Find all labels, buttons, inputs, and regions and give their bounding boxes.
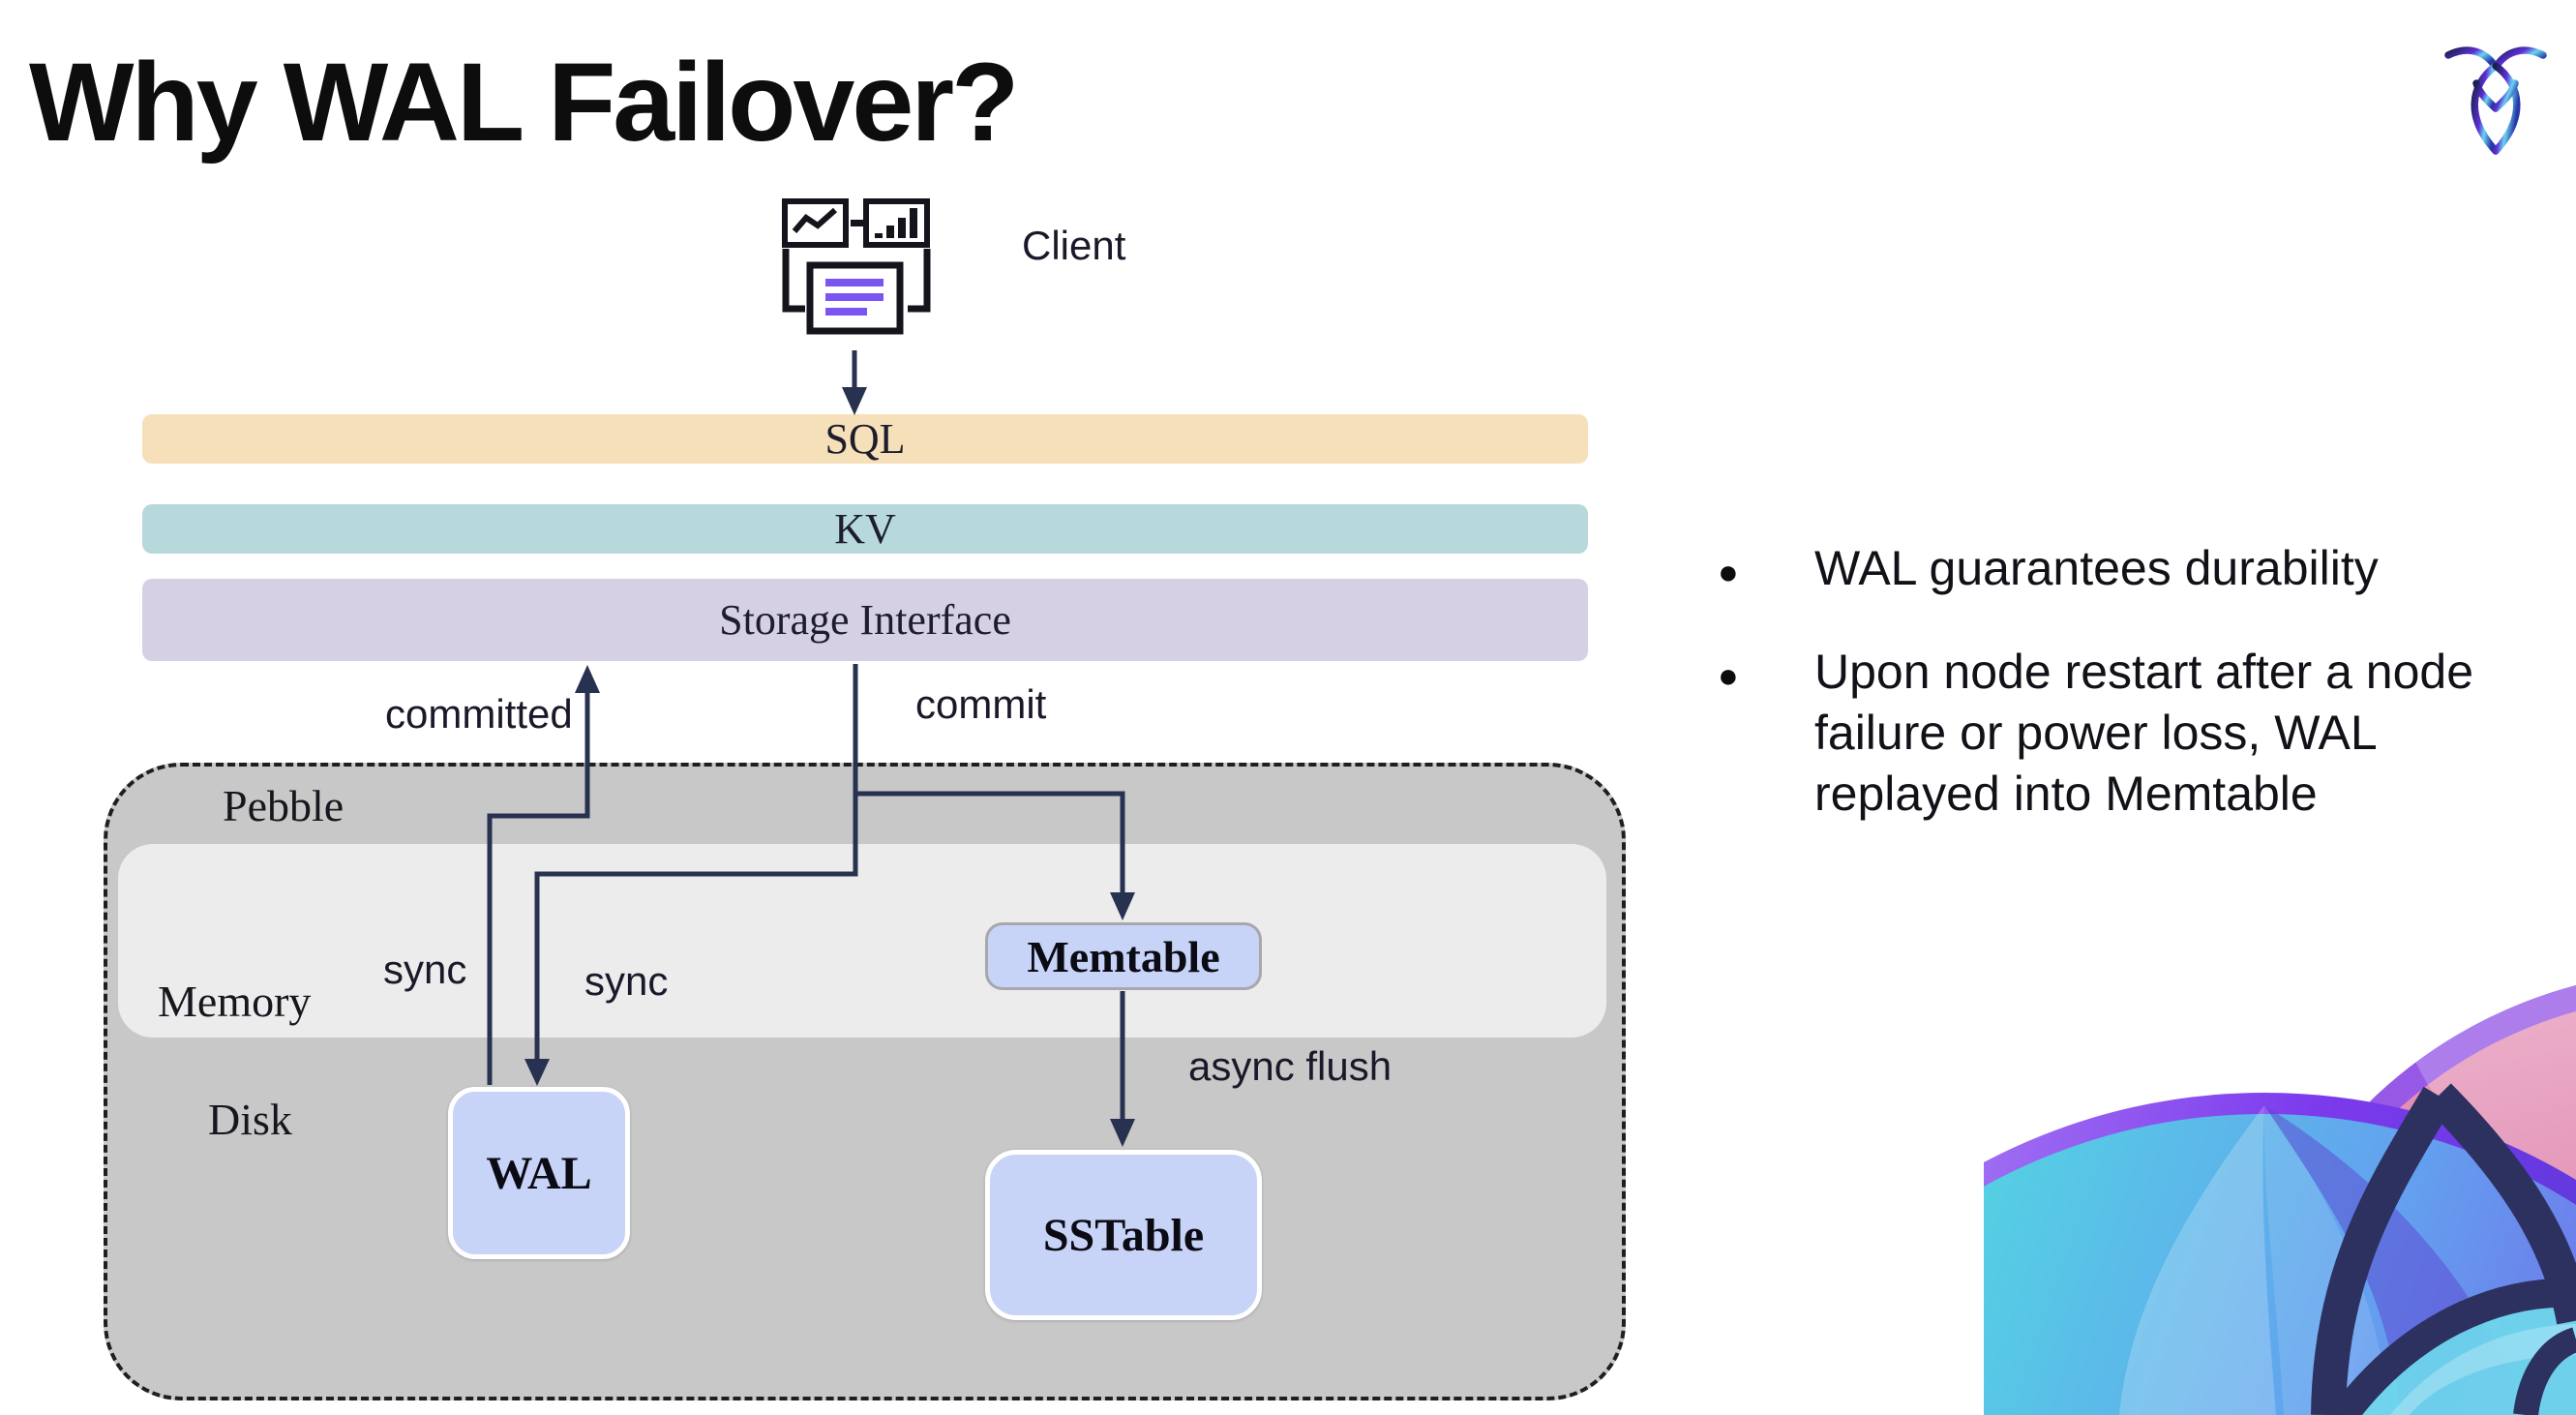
layer-bar-sql: SQL (142, 414, 1588, 464)
leaf-outline-stroke (2332, 1278, 2576, 1415)
layer-bar-kv: KV (142, 504, 1588, 554)
bullet-list: WAL guarantees durability Upon node rest… (1718, 538, 2550, 867)
memory-band (118, 844, 1606, 1038)
cockroachdb-logo-icon (2444, 46, 2547, 155)
blue-sphere (1984, 1093, 2576, 1415)
async-flush-edge-label: async flush (1188, 1043, 1393, 1089)
layer-bar-storage-interface: Storage Interface (142, 579, 1588, 661)
roach-stem-stroke (2311, 1086, 2454, 1415)
client-label: Client (1022, 223, 1126, 268)
page-title: Why WAL Failover? (29, 41, 1019, 165)
logo-antenna-left (2444, 46, 2499, 70)
logo-branch-left (2472, 79, 2500, 112)
sstable-label: SSTable (1042, 1209, 1205, 1261)
blue-wedge-dark (2264, 1105, 2526, 1415)
leaf-fill (2344, 1292, 2576, 1415)
logo-body-left (2471, 62, 2500, 155)
pink-highlight (2403, 953, 2576, 1273)
memory-label: Memory (158, 977, 312, 1026)
arrowhead-committed (575, 665, 600, 693)
wal-node: WAL (448, 1087, 630, 1259)
logo-body-right (2492, 62, 2521, 155)
leaf-divider-stroke (2513, 1327, 2576, 1415)
bullet-item: WAL guarantees durability (1718, 538, 2550, 602)
pink-sphere (2228, 985, 2576, 1415)
logo-antenna-right (2493, 46, 2547, 70)
document-lines (825, 279, 884, 316)
sstable-node: SSTable (985, 1150, 1262, 1320)
pebble-label: Pebble (223, 781, 344, 830)
blue-wedge-light (2119, 1105, 2276, 1415)
layer-label-sql: SQL (824, 415, 906, 463)
bullet-item: Upon node restart after a node failure o… (1718, 642, 2550, 825)
roach-branch-stroke (2426, 1083, 2576, 1325)
sync-up-edge-label: sync (383, 947, 467, 992)
bar-chart-frame (863, 198, 930, 248)
commit-edge-label: commit (915, 681, 1047, 727)
sync-down-edge-label: sync (584, 958, 669, 1004)
line-chart-glyph (792, 207, 837, 233)
bracket-glyph (782, 249, 931, 313)
corner-brand-art (1984, 953, 2576, 1415)
layer-label-storage-interface: Storage Interface (719, 596, 1011, 644)
blue-wedge-light-2 (2263, 1105, 2390, 1415)
logo-branch-right (2492, 79, 2519, 112)
memtable-node: Memtable (985, 922, 1262, 990)
connector-dash (851, 220, 863, 226)
disk-label: Disk (208, 1095, 292, 1144)
bar-chart-glyph (875, 208, 917, 238)
memtable-label: Memtable (1027, 931, 1220, 981)
arrowhead-sql (842, 387, 867, 415)
layer-label-kv: KV (834, 505, 896, 553)
committed-edge-label: committed (385, 691, 573, 737)
wal-label: WAL (486, 1147, 592, 1199)
leaf-highlight (2390, 1324, 2576, 1415)
client-workstation-icon (782, 198, 931, 335)
